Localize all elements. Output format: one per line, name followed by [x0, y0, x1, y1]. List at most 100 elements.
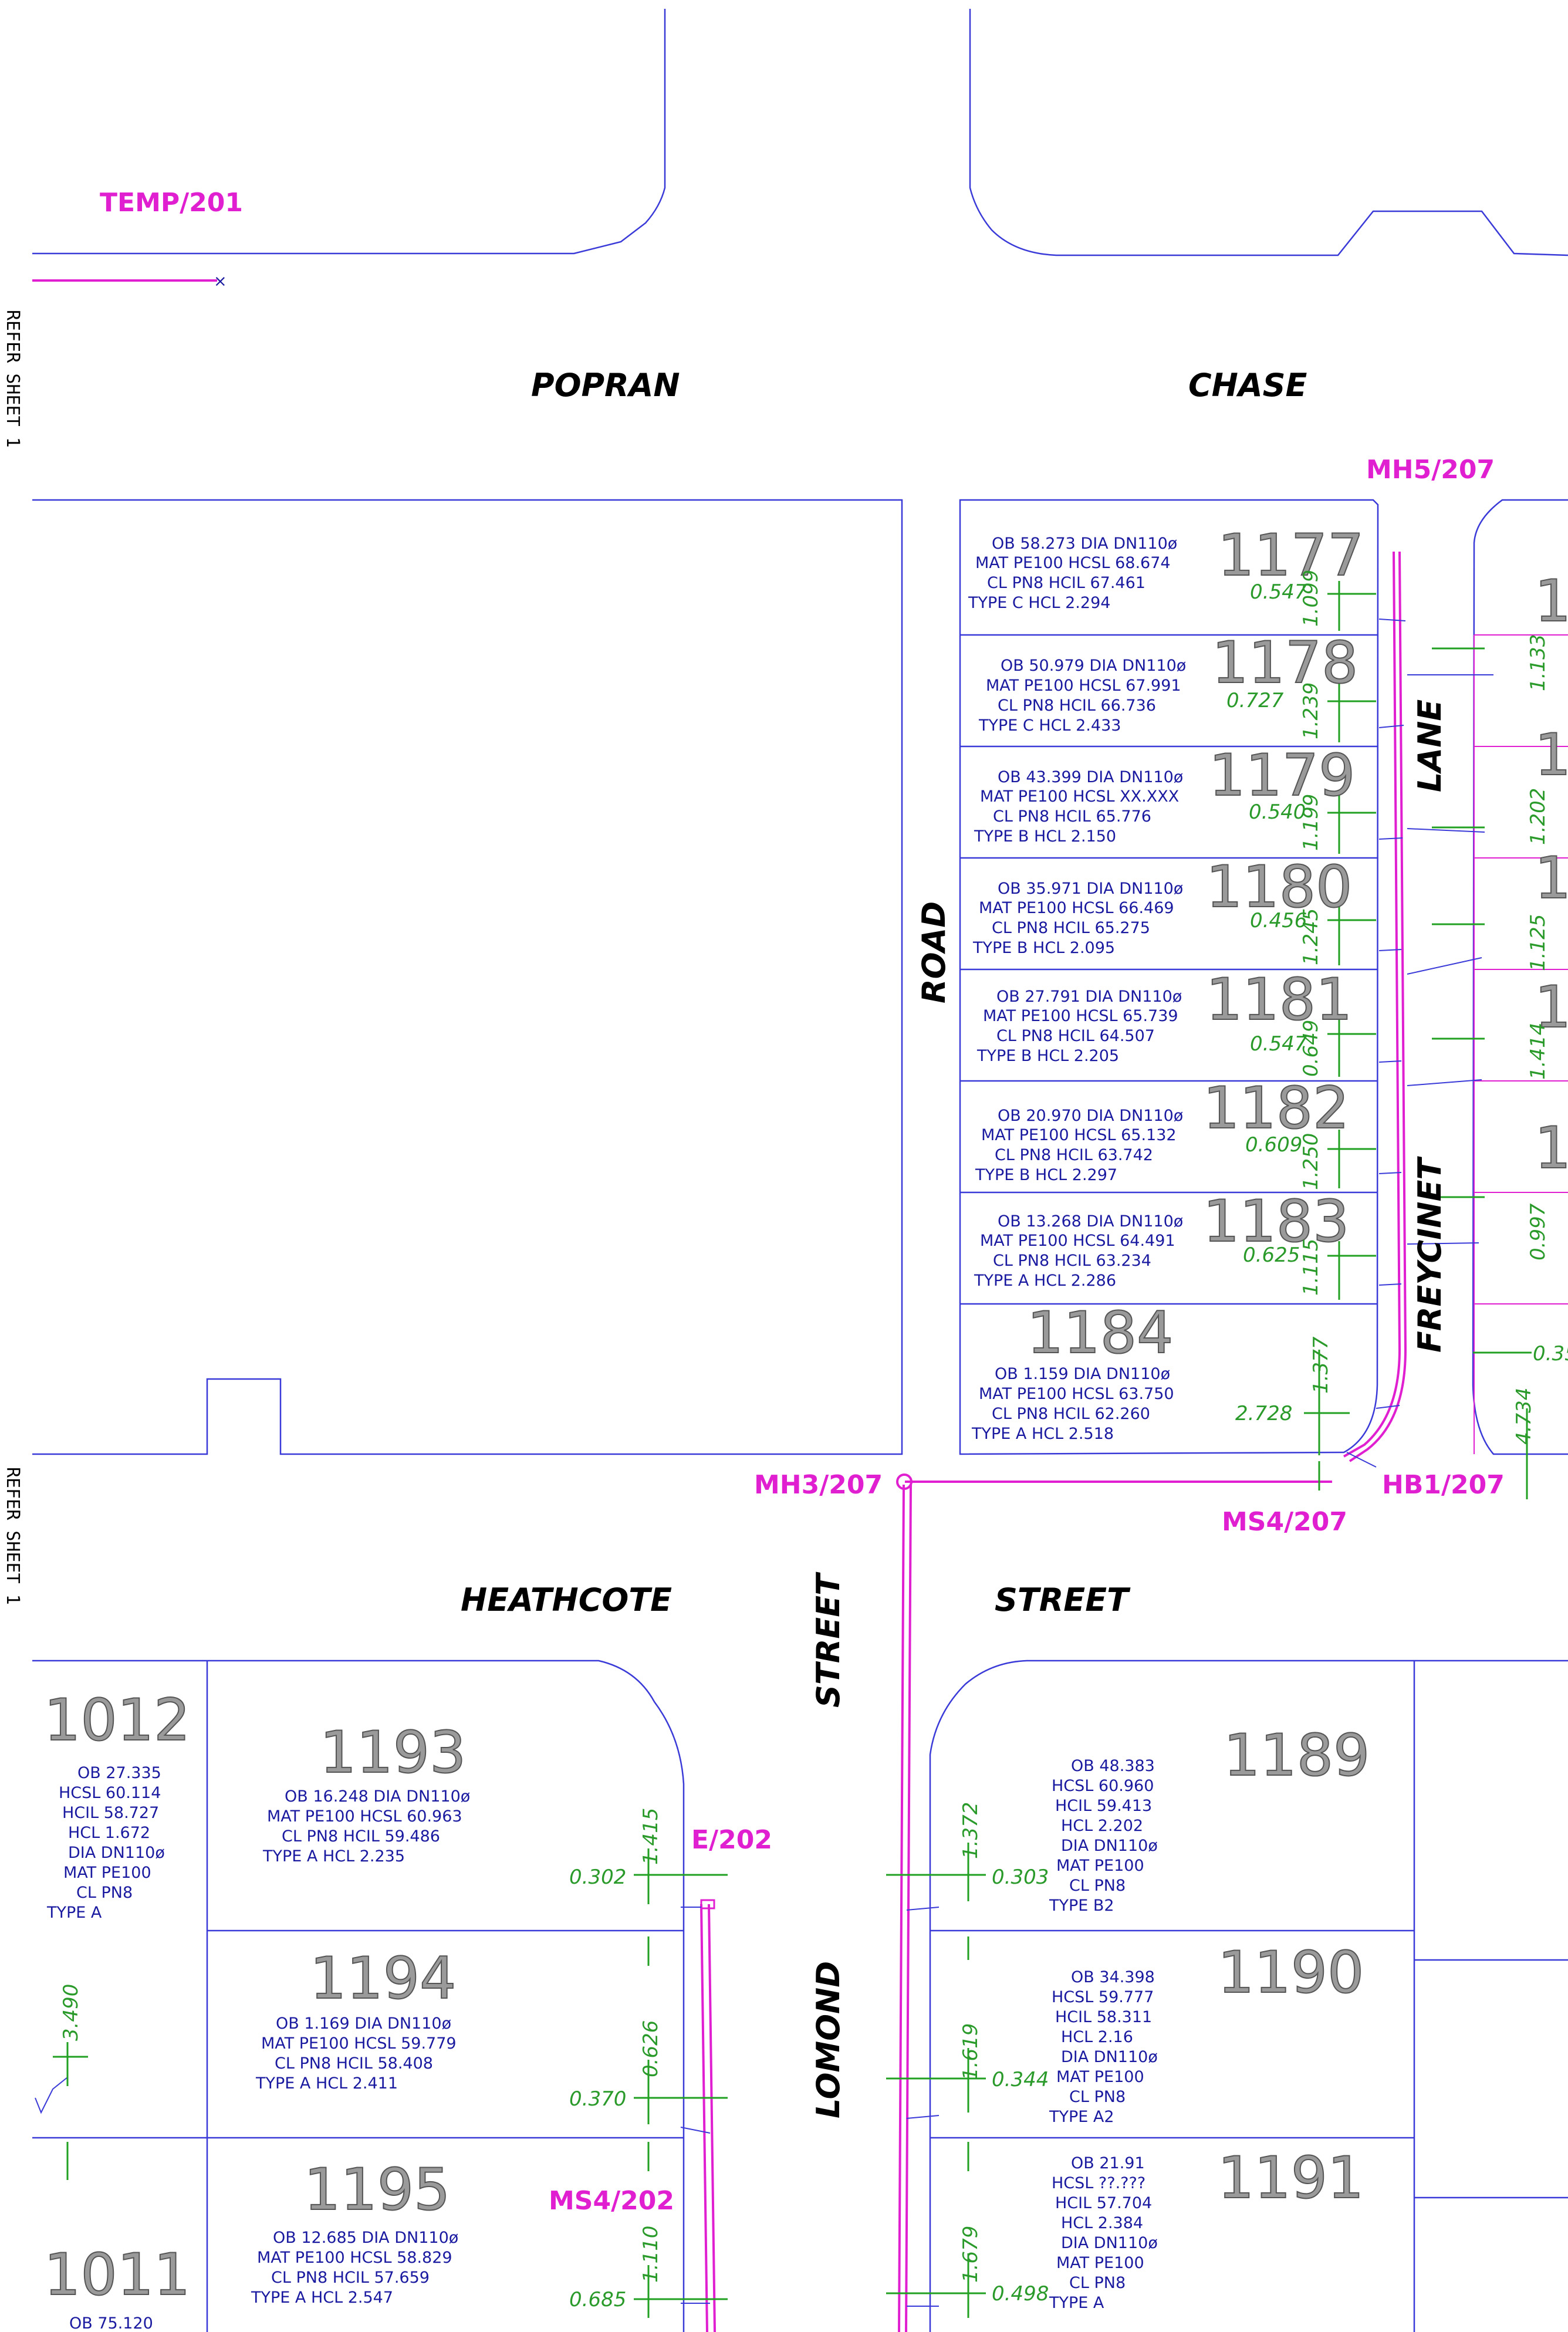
side-note-refer-sheet-bottom: REFER SHEET 1: [2, 1467, 23, 1605]
block-boundary-south-east: [929, 1660, 1568, 2332]
lot-number: 1182: [1203, 1075, 1349, 1142]
lot-1183: 1183 OB 13.268 DIA DN110ø MAT PE100 HCSL…: [974, 1188, 1350, 1296]
sewer-branch-e202: [700, 1904, 708, 2332]
dim-offset: 0.609: [1245, 1133, 1302, 1157]
road-name-street-vertical: STREET: [810, 1571, 847, 1708]
road-name-lomond: LOMOND: [810, 1961, 847, 2118]
lot-number: 1191: [1218, 2145, 1364, 2212]
dim-depth: 1.245: [1299, 908, 1323, 965]
svg-text:MAT PE100: MAT PE100: [63, 1864, 151, 1882]
svg-text:0.35: 0.35: [1533, 1342, 1568, 1366]
dim-depth: 0.649: [1299, 1020, 1323, 1077]
svg-text:MAT PE100: MAT PE100: [1056, 2068, 1144, 2086]
dim-offset: 0.547: [1250, 580, 1307, 604]
lot-dividers-far-right: [1474, 634, 1568, 1454]
lot-number: 1193: [320, 1719, 466, 1786]
svg-text:HCL 1.672: HCL 1.672: [68, 1824, 150, 1842]
svg-text:MAT PE100 HCSL XX.XXX: MAT PE100 HCSL XX.XXX: [980, 788, 1179, 806]
svg-text:MAT PE100 HCSL 67.991: MAT PE100 HCSL 67.991: [986, 677, 1181, 695]
svg-text:TYPE A HCL 2.518: TYPE A HCL 2.518: [971, 1425, 1114, 1443]
lot-1011: 1011 OB 75.120: [43, 2241, 191, 2332]
svg-text:OB 58.273 DIA DN110ø: OB 58.273 DIA DN110ø: [992, 535, 1177, 553]
dim-depth: 1.415: [639, 1808, 663, 1865]
svg-text:DIA DN110ø: DIA DN110ø: [1061, 2234, 1158, 2252]
svg-text:CL PN8: CL PN8: [1069, 2088, 1126, 2106]
lot-1190: 1190 OB 34.398 HCSL 59.777 HCIL 58.311 H…: [959, 1939, 1364, 2126]
svg-text:HCSL 60.960: HCSL 60.960: [1052, 1777, 1154, 1795]
svg-text:TYPE A: TYPE A: [46, 1904, 102, 1922]
service-lines: [35, 619, 1493, 2307]
svg-text:TYPE C HCL 2.433: TYPE C HCL 2.433: [978, 717, 1121, 735]
svg-text:MAT PE100: MAT PE100: [1056, 2254, 1144, 2272]
sewer-main: ×: [32, 272, 1407, 2332]
svg-text:MAT PE100 HCSL 65.132: MAT PE100 HCSL 65.132: [981, 1126, 1177, 1144]
svg-text:OB 34.398: OB 34.398: [1071, 1968, 1155, 1986]
lot-number: 1183: [1203, 1188, 1349, 1255]
svg-text:MAT PE100 HCSL 63.750: MAT PE100 HCSL 63.750: [979, 1385, 1174, 1403]
lot-1180: 1180 OB 35.971 DIA DN110ø MAT PE100 HCSL…: [972, 853, 1353, 965]
svg-text:HCL 2.202: HCL 2.202: [1061, 1817, 1143, 1835]
block-boundary-west: [32, 499, 903, 1455]
svg-text:CL PN8 HCIL 63.234: CL PN8 HCIL 63.234: [993, 1252, 1151, 1270]
svg-text:CL PN8 HCIL 66.736: CL PN8 HCIL 66.736: [998, 697, 1156, 715]
endcap-e202: [700, 1899, 715, 1909]
svg-text:OB 75.120: OB 75.120: [69, 2314, 153, 2332]
lot-1184: 1184 OB 1.159 DIA DN110ø MAT PE100 HCSL …: [971, 1299, 1333, 1443]
road-name-street-east: STREET: [995, 1581, 1131, 1618]
dim-depth: 1.679: [959, 2226, 982, 2283]
dimension-marks: [53, 581, 1532, 2318]
lot-number: 1012: [44, 1687, 190, 1754]
lot-number: 1178: [1212, 630, 1358, 697]
svg-text:TYPE A2: TYPE A2: [1049, 2108, 1114, 2126]
svg-text:DIA DN110ø: DIA DN110ø: [1061, 2048, 1158, 2066]
sewer-main-freycinet-lane: [1349, 551, 1407, 1462]
dim-offset: 0.498: [992, 2282, 1049, 2306]
dim-depth: 0.626: [639, 2020, 663, 2077]
svg-text:×: ×: [214, 272, 227, 290]
svg-text:MAT PE100 HCSL 58.829: MAT PE100 HCSL 58.829: [257, 2249, 452, 2267]
dim-marks-south: [53, 1843, 986, 2318]
svg-text:TYPE C HCL 2.294: TYPE C HCL 2.294: [968, 594, 1110, 612]
svg-text:CL PN8 HCIL 63.742: CL PN8 HCIL 63.742: [995, 1146, 1153, 1164]
lot-1193: 1193 OB 16.248 DIA DN110ø MAT PE100 HCSL…: [262, 1719, 663, 1889]
svg-text:CL PN8: CL PN8: [1069, 1877, 1126, 1895]
svg-text:TYPE A: TYPE A: [1049, 2294, 1104, 2312]
lot-number: 1194: [310, 1945, 456, 2012]
lot-number: 1181: [1206, 966, 1352, 1033]
svg-text:HCIL 58.311: HCIL 58.311: [1055, 2008, 1152, 2026]
svg-text:OB 50.979 DIA DN110ø: OB 50.979 DIA DN110ø: [1001, 657, 1186, 675]
block-boundary-far-right: [1472, 499, 1568, 1455]
svg-text:CL PN8 HCIL 64.507: CL PN8 HCIL 64.507: [996, 1027, 1155, 1045]
lot-number: 1177: [1218, 522, 1364, 589]
svg-text:CL PN8: CL PN8: [1069, 2274, 1126, 2292]
svg-text:1: 1: [1535, 722, 1568, 789]
dim-depth: 3.490: [59, 1984, 83, 2041]
lot-1195: 1195 OB 12.685 DIA DN110ø MAT PE100 HCSL…: [251, 2156, 663, 2311]
road-name-popran: POPRAN: [531, 367, 680, 404]
svg-text:OB 27.791 DIA DN110ø: OB 27.791 DIA DN110ø: [996, 988, 1182, 1006]
dim-offset: 0.540: [1249, 800, 1306, 824]
svg-text:TYPE B HCL 2.095: TYPE B HCL 2.095: [972, 939, 1115, 957]
lot-1179: 1179 OB 43.399 DIA DN110ø MAT PE100 HCSL…: [974, 742, 1356, 851]
marker-mh3-207: MH3/207: [754, 1470, 883, 1500]
lot-number: 1189: [1224, 1722, 1370, 1789]
svg-text:1: 1: [1535, 974, 1568, 1041]
dim-offset: 0.344: [992, 2068, 1049, 2091]
marker-ms4-207: MS4/207: [1222, 1507, 1347, 1537]
sewer-main-lomond: [898, 1484, 905, 2332]
svg-text:1.414: 1.414: [1526, 1023, 1550, 1080]
svg-text:CL PN8 HCIL 59.486: CL PN8 HCIL 59.486: [282, 1827, 440, 1846]
lot-1189: 1189 OB 48.383 HCSL 60.960 HCIL 59.413 H…: [959, 1722, 1370, 1915]
svg-text:HCSL 60.114: HCSL 60.114: [59, 1784, 161, 1802]
svg-text:1: 1: [1535, 845, 1568, 912]
svg-text:TYPE A HCL 2.235: TYPE A HCL 2.235: [262, 1847, 405, 1865]
boundary-lines: [32, 9, 1568, 2332]
svg-text:CL PN8 HCIL 58.408: CL PN8 HCIL 58.408: [275, 2054, 433, 2073]
svg-text:OB 16.248 DIA DN110ø: OB 16.248 DIA DN110ø: [285, 1787, 470, 1806]
dim-depth: 1.110: [639, 2226, 663, 2283]
marker-e-202: E/202: [691, 1825, 772, 1855]
svg-text:CL PN8 HCIL 62.260: CL PN8 HCIL 62.260: [992, 1405, 1150, 1423]
lot-number: 1011: [44, 2242, 190, 2309]
svg-text:OB 20.970 DIA DN110ø: OB 20.970 DIA DN110ø: [998, 1107, 1183, 1125]
svg-text:MAT PE100 HCSL 68.674: MAT PE100 HCSL 68.674: [975, 554, 1171, 572]
